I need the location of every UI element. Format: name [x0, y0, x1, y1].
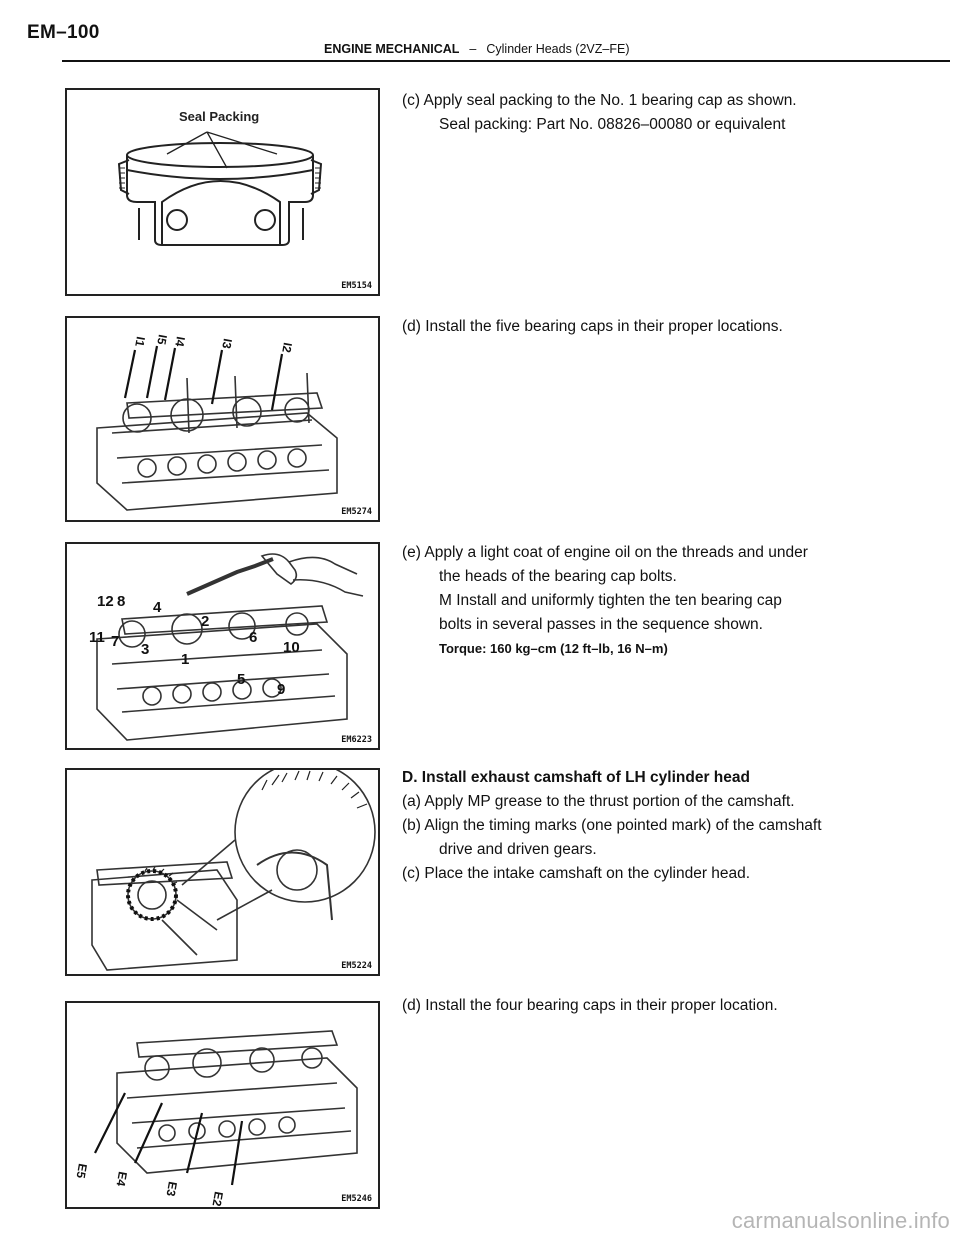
step-install-four-caps: (d) Install the four bearing caps in the… [402, 994, 922, 1018]
section-title: ENGINE MECHANICAL [324, 42, 460, 56]
figure-code: EM5154 [341, 281, 372, 291]
cylinder-head-illustration: E5 E4 E3 E2 [73, 1030, 358, 1207]
subsection-title: Cylinder Heads (2VZ–FE) [486, 42, 630, 56]
sequence-number: 7 [111, 633, 119, 650]
sequence-number: 4 [153, 599, 162, 616]
cap-label: E3 [163, 1180, 179, 1197]
timing-marks-illustration [91, 770, 376, 971]
sequence-number: 12 [97, 593, 114, 610]
figure-code: EM5224 [341, 961, 372, 971]
seal-packing-illustration: Seal Packing [117, 109, 323, 246]
figure-intake-bearing-caps: I1 I5 I4 I3 I2 EM5274 [65, 316, 380, 522]
section-exhaust-camshaft: D. Install exhaust camshaft of LH cylind… [402, 766, 922, 886]
step-text: (d) Install the five bearing caps in the… [402, 318, 783, 335]
step-text: drive and driven gears. [439, 841, 597, 858]
sequence-number: 3 [141, 641, 149, 658]
cap-label: E5 [73, 1162, 89, 1179]
page-number: EM–100 [27, 22, 100, 43]
step-text: (d) Install the four bearing caps in the… [402, 997, 778, 1014]
step-text: (c) Place the intake camshaft on the cyl… [402, 865, 751, 882]
figure-torque-sequence: 12 8 4 2 11 7 3 1 6 10 5 9 EM6223 [65, 542, 380, 750]
torque-spec: Torque: 160 kg–cm (12 ft–lb, 16 N–m) [439, 641, 668, 656]
sequence-number: 1 [181, 651, 189, 668]
figure-exhaust-bearing-caps: E5 E4 E3 E2 EM5246 [65, 1001, 380, 1209]
step-seal-packing: (c) Apply seal packing to the No. 1 bear… [402, 89, 922, 137]
header-rule [62, 60, 950, 62]
sequence-number: 11 [89, 629, 105, 646]
sequence-number: 5 [237, 671, 245, 688]
figure-timing-marks: EM5224 [65, 768, 380, 976]
figure-code: EM5274 [341, 507, 372, 517]
watermark: carmanualsonline.info [731, 1208, 950, 1233]
sequence-number: 9 [277, 681, 285, 698]
sequence-number: 10 [283, 639, 300, 656]
cap-label: I3 [219, 337, 235, 350]
cap-label: I1 [132, 335, 148, 348]
step-text: (e) Apply a light coat of engine oil on … [402, 544, 808, 561]
sequence-number: 2 [201, 613, 209, 630]
cylinder-head-illustration: I1 I5 I4 I3 I2 [96, 333, 338, 511]
sequence-number: 6 [249, 629, 257, 646]
header-separator: – [469, 42, 477, 56]
figure-code: EM5246 [341, 1194, 372, 1204]
step-text: (a) Apply MP grease to the thrust portio… [402, 793, 795, 810]
step-tighten-bolts: (e) Apply a light coat of engine oil on … [402, 541, 922, 661]
sequence-number: 8 [117, 593, 125, 610]
seal-packing-label: Seal Packing [179, 109, 259, 124]
step-text: (b) Align the timing marks (one pointed … [402, 817, 822, 834]
cap-label: I5 [154, 333, 170, 346]
step-install-five-caps: (d) Install the five bearing caps in the… [402, 315, 922, 339]
spec-text: Seal packing: Part No. 08826–00080 or eq… [439, 116, 786, 133]
step-text: bolts in several passes in the sequence … [439, 616, 763, 633]
step-text: (c) Apply seal packing to the No. 1 bear… [402, 92, 797, 109]
step-text: M Install and uniformly tighten the ten … [439, 592, 782, 609]
cap-label: E2 [209, 1190, 225, 1207]
cap-label: I2 [279, 341, 295, 354]
section-heading: D. Install exhaust camshaft of LH cylind… [402, 769, 750, 786]
figure-seal-packing: Seal Packing EM5154 [65, 88, 380, 296]
step-text: the heads of the bearing cap bolts. [439, 568, 677, 585]
cap-label: I4 [172, 335, 188, 348]
cap-label: E4 [113, 1170, 129, 1187]
figure-code: EM6223 [341, 735, 372, 745]
running-header: ENGINE MECHANICAL–Cylinder Heads (2VZ–FE… [324, 42, 629, 56]
torque-sequence-illustration: 12 8 4 2 11 7 3 1 6 10 5 9 [89, 553, 364, 741]
